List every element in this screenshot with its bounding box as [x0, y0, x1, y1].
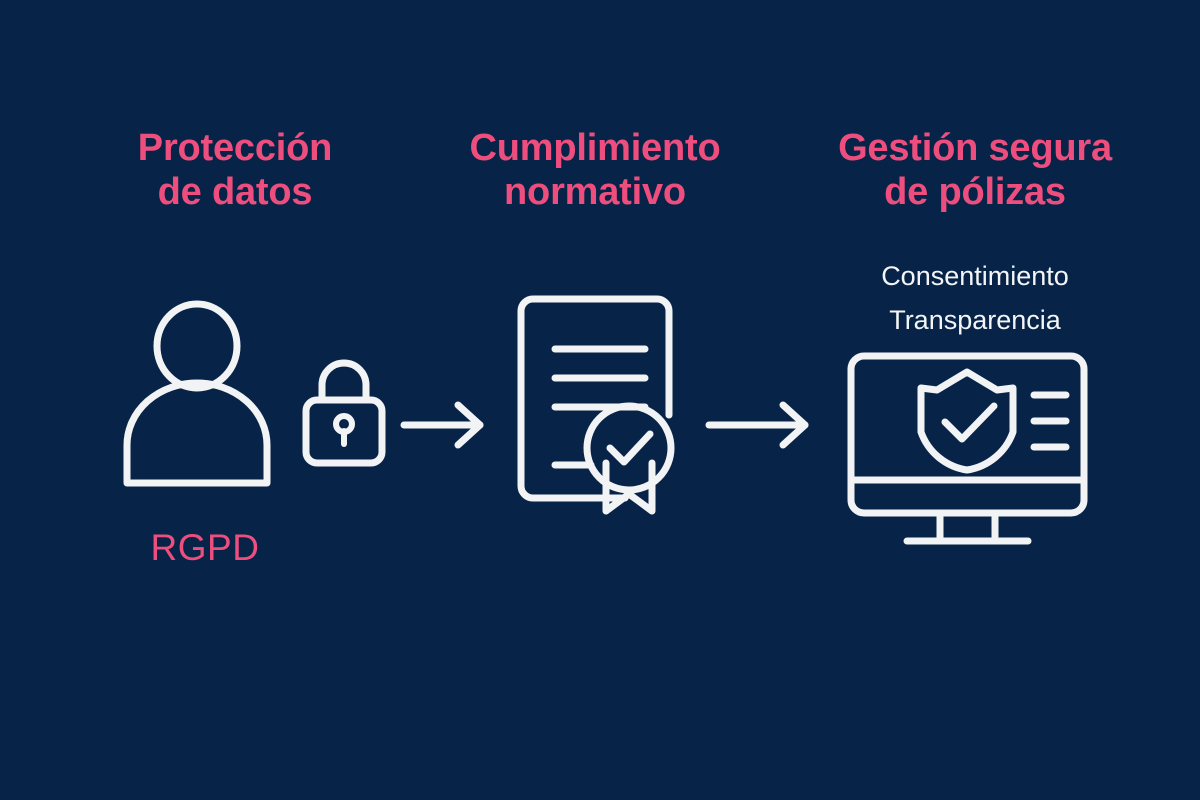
lock-icon [298, 358, 390, 470]
rgpd-label: RGPD [150, 527, 260, 568]
person-icon [112, 298, 282, 488]
arrow-right-icon [400, 400, 492, 450]
column-heading-proteccion-de-datos: Protección de datos [137, 127, 333, 214]
column3-subcaption: Consentimiento Transparencia [881, 261, 1069, 335]
document-certificate-icon [505, 285, 685, 520]
column-heading-gestion-segura-de-polizas: Gestión segura de pólizas [838, 127, 1112, 214]
arrow-right-icon [705, 400, 817, 450]
column-heading-cumplimiento-normativo: Cumplimiento normativo [469, 127, 721, 214]
monitor-shield-icon [845, 350, 1100, 555]
